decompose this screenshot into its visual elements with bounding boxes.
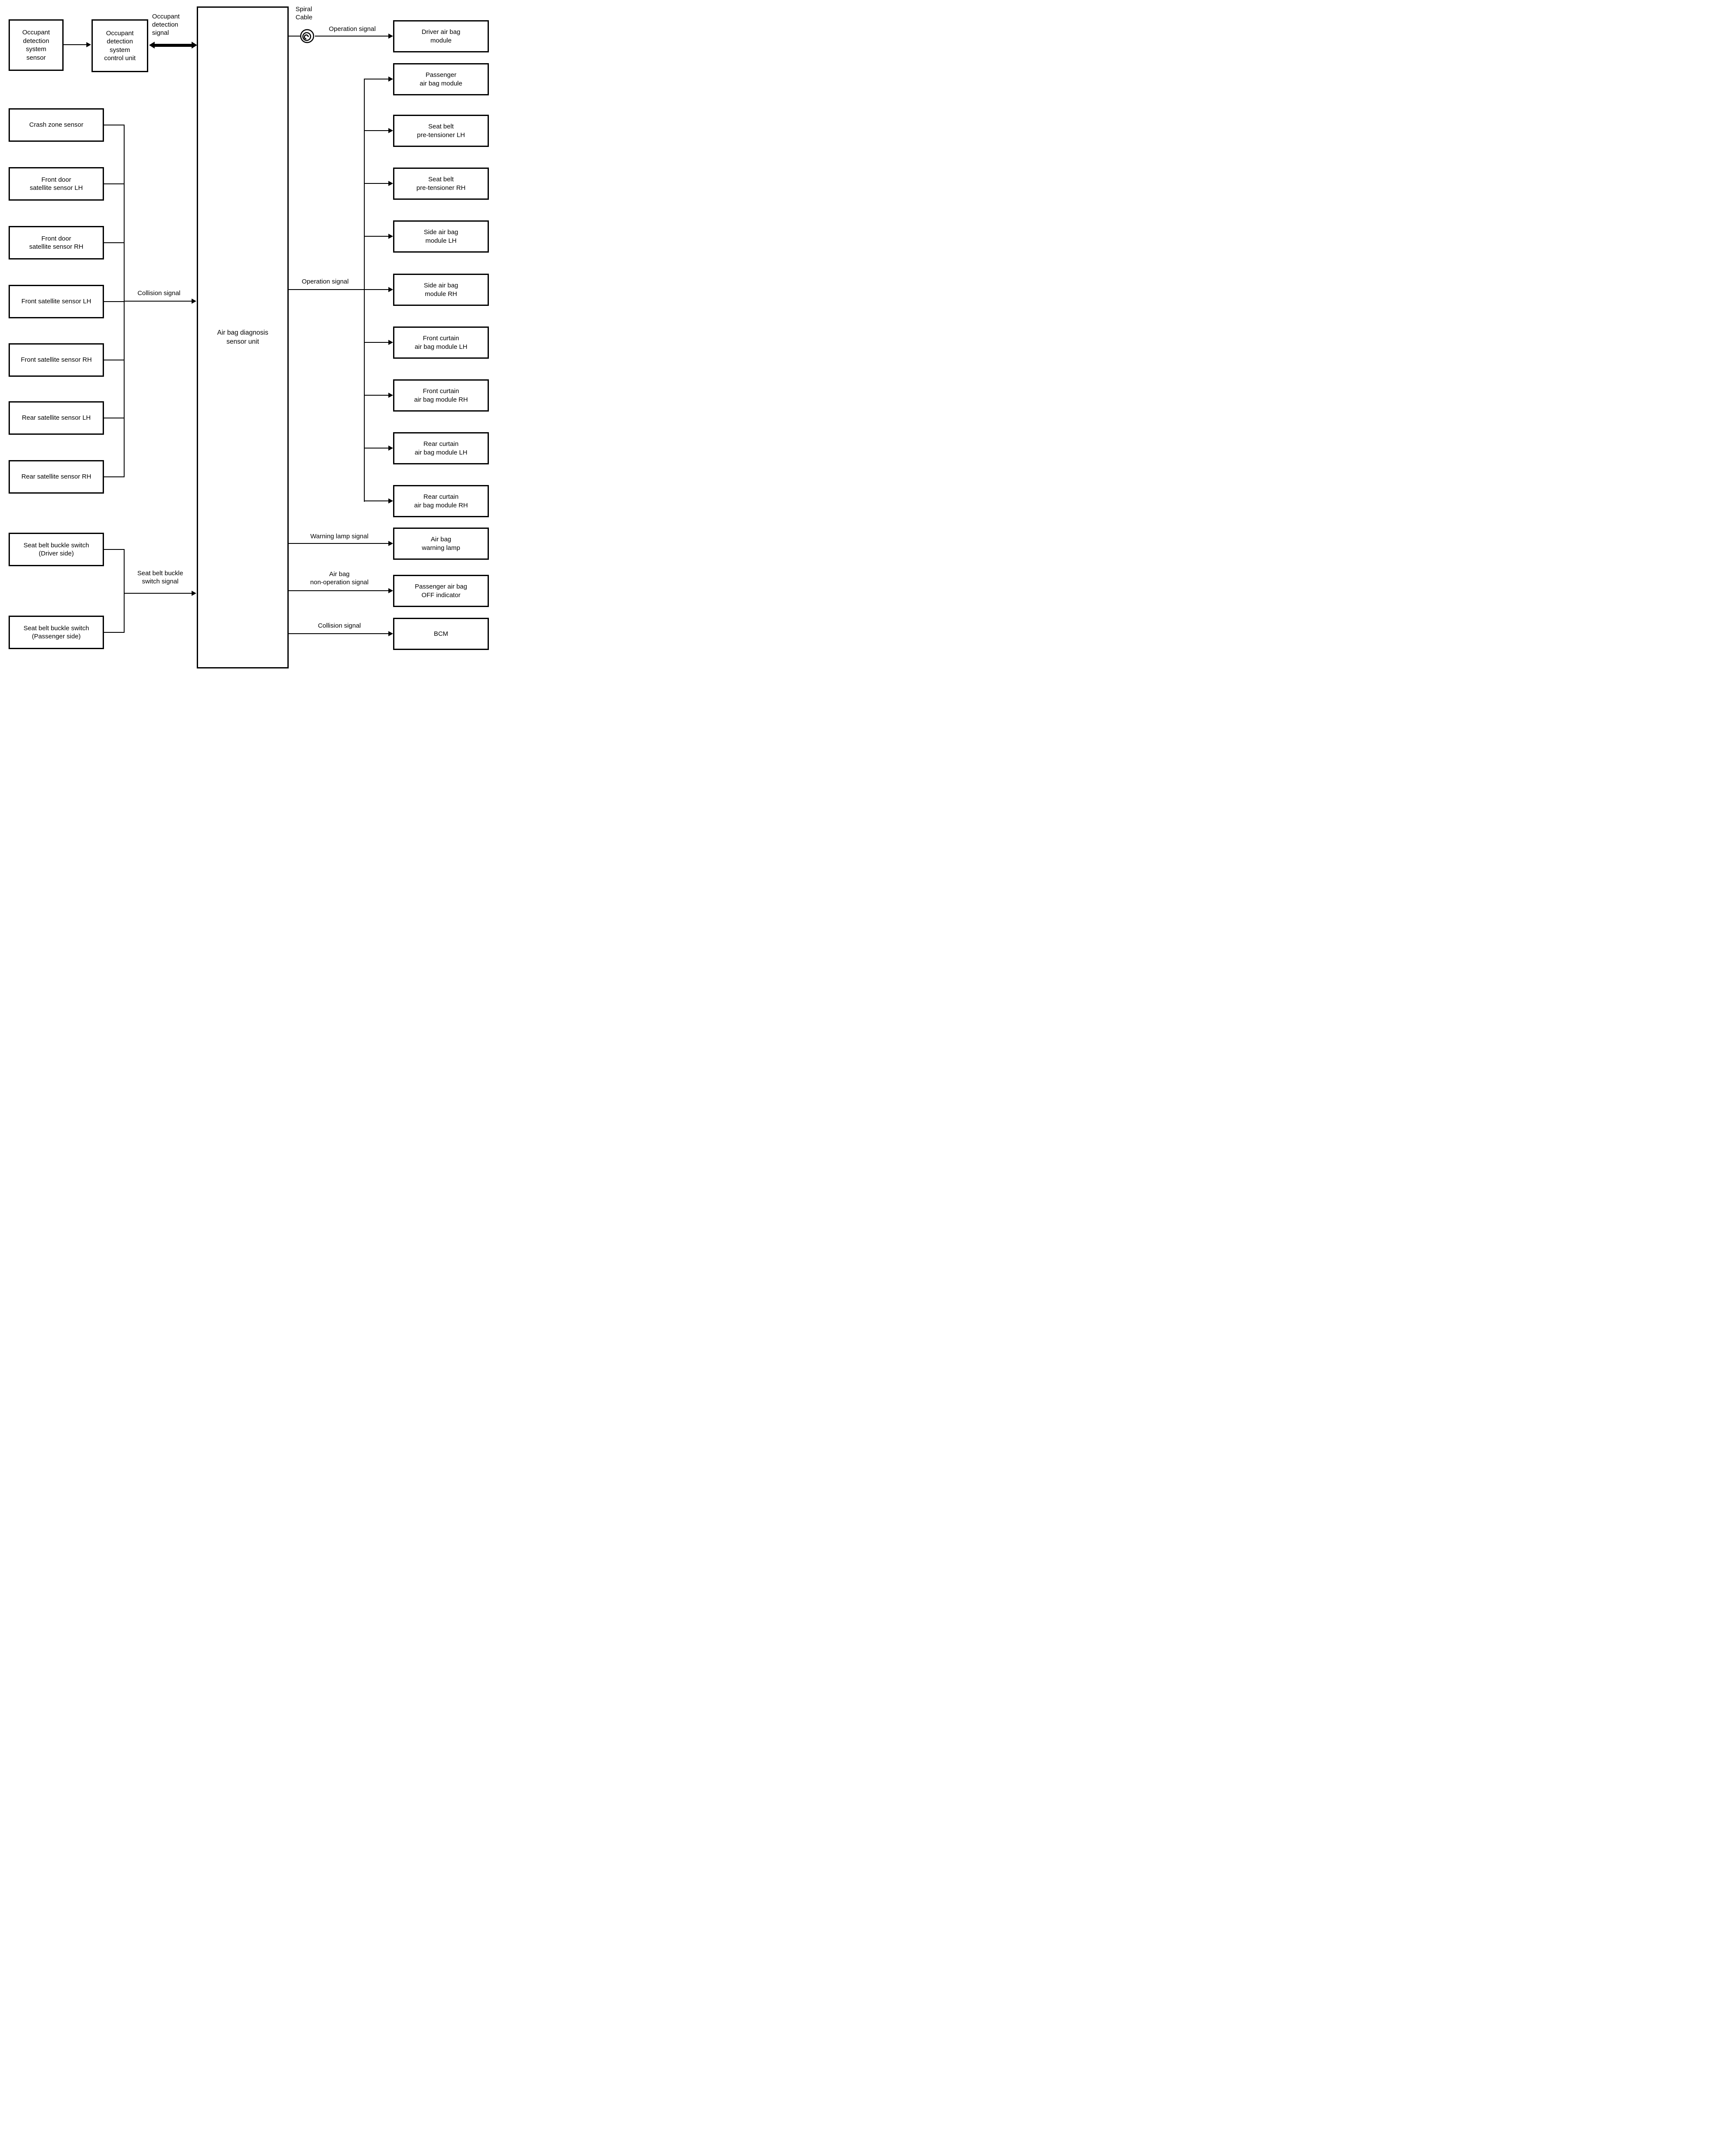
collision-signal-output-label: Collision signal: [317, 622, 361, 629]
arrowhead-icon: [388, 588, 393, 593]
box-front-curtain-air-bag-module-lh: Front curtain air bag module LH: [393, 326, 489, 359]
connector-line: [104, 301, 124, 302]
arrowhead-icon: [388, 393, 393, 398]
connector-line: [289, 590, 388, 591]
box-air-bag-diagnosis-sensor-unit: Air bag diagnosis sensor unit: [197, 6, 289, 668]
box-seat-belt-buckle-switch-driver: Seat belt buckle switch (Driver side): [9, 533, 104, 566]
arrowhead-icon: [388, 234, 393, 239]
spiral-cable-label: Spiral Cable: [296, 6, 313, 21]
box-front-door-satellite-sensor-rh: Front door satellite sensor RH: [9, 226, 104, 259]
warning-lamp-signal-label: Warning lamp signal: [310, 533, 369, 540]
arrowhead-icon: [388, 181, 393, 186]
box-front-curtain-air-bag-module-rh: Front curtain air bag module RH: [393, 379, 489, 412]
box-seat-belt-pre-tensioner-lh: Seat belt pre-tensioner LH: [393, 115, 489, 147]
arrowhead-icon: [388, 340, 393, 345]
box-rear-satellite-sensor-lh: Rear satellite sensor LH: [9, 401, 104, 435]
box-side-air-bag-module-lh: Side air bag module LH: [393, 220, 489, 253]
arrowhead-icon: [388, 287, 393, 292]
connector-line: [289, 543, 388, 544]
box-rear-curtain-air-bag-module-rh: Rear curtain air bag module RH: [393, 485, 489, 517]
occupant-detection-signal-arrow: [155, 44, 192, 47]
spiral-cable-icon: [299, 28, 315, 44]
air-bag-non-operation-signal-label: Air bag non-operation signal: [310, 571, 369, 586]
connector-line: [104, 242, 124, 243]
connector-line: [64, 44, 86, 45]
connector-line: [104, 632, 124, 633]
box-front-door-satellite-sensor-lh: Front door satellite sensor LH: [9, 167, 104, 201]
connector-line: [364, 236, 388, 237]
box-driver-air-bag-module: Driver air bag module: [393, 20, 489, 52]
operation-signal-label-driver: Operation signal: [329, 25, 376, 33]
arrowhead-icon: [192, 299, 196, 304]
connector-line: [364, 500, 388, 501]
occupant-detection-signal-label: Occupant detection signal: [152, 13, 180, 37]
connector-line: [315, 36, 388, 37]
seat-belt-buckle-switch-signal-label: Seat belt buckle switch signal: [137, 570, 183, 585]
connector-line: [364, 448, 388, 449]
connector-line: [364, 183, 388, 184]
arrowhead-icon: [149, 42, 155, 49]
arrowhead-icon: [192, 591, 196, 596]
connector-line: [289, 633, 388, 634]
box-crash-zone-sensor: Crash zone sensor: [9, 108, 104, 142]
box-occupant-detection-system-sensor: Occupant detection system sensor: [9, 19, 64, 71]
operation-signal-label: Operation signal: [302, 278, 349, 285]
connector-line: [289, 289, 388, 290]
connector-line: [124, 593, 192, 594]
seat-belt-bus-line: [124, 549, 125, 633]
operation-bus-line: [364, 79, 365, 502]
collision-signal-label: Collision signal: [137, 290, 181, 297]
box-passenger-air-bag-off-indicator: Passenger air bag OFF indicator: [393, 575, 489, 607]
connector-line: [104, 476, 124, 477]
connector-line: [124, 301, 192, 302]
connector-line: [104, 183, 124, 184]
box-rear-satellite-sensor-rh: Rear satellite sensor RH: [9, 460, 104, 494]
box-rear-curtain-air-bag-module-lh: Rear curtain air bag module LH: [393, 432, 489, 464]
box-seat-belt-pre-tensioner-rh: Seat belt pre-tensioner RH: [393, 168, 489, 200]
connector-line: [104, 549, 124, 550]
box-bcm: BCM: [393, 618, 489, 650]
connector-line: [364, 130, 388, 131]
box-passenger-air-bag-module: Passenger air bag module: [393, 63, 489, 95]
box-front-satellite-sensor-rh: Front satellite sensor RH: [9, 343, 104, 377]
box-seat-belt-buckle-switch-passenger: Seat belt buckle switch (Passenger side): [9, 616, 104, 649]
arrowhead-icon: [388, 445, 393, 451]
arrowhead-icon: [192, 42, 197, 49]
box-air-bag-warning-lamp: Air bag warning lamp: [393, 528, 489, 560]
arrowhead-icon: [388, 541, 393, 546]
box-side-air-bag-module-rh: Side air bag module RH: [393, 274, 489, 306]
arrowhead-icon: [388, 498, 393, 503]
connector-line: [364, 395, 388, 396]
arrowhead-icon: [388, 631, 393, 636]
arrowhead-icon: [388, 34, 393, 39]
box-front-satellite-sensor-lh: Front satellite sensor LH: [9, 285, 104, 318]
box-occupant-detection-system-control-unit: Occupant detection system control unit: [92, 19, 148, 72]
arrowhead-icon: [388, 128, 393, 133]
connector-line: [289, 36, 300, 37]
arrowhead-icon: [86, 42, 91, 47]
arrowhead-icon: [388, 76, 393, 82]
connector-line: [364, 342, 388, 343]
airbag-system-diagram: Occupant detection system sensor Occupan…: [0, 0, 498, 675]
